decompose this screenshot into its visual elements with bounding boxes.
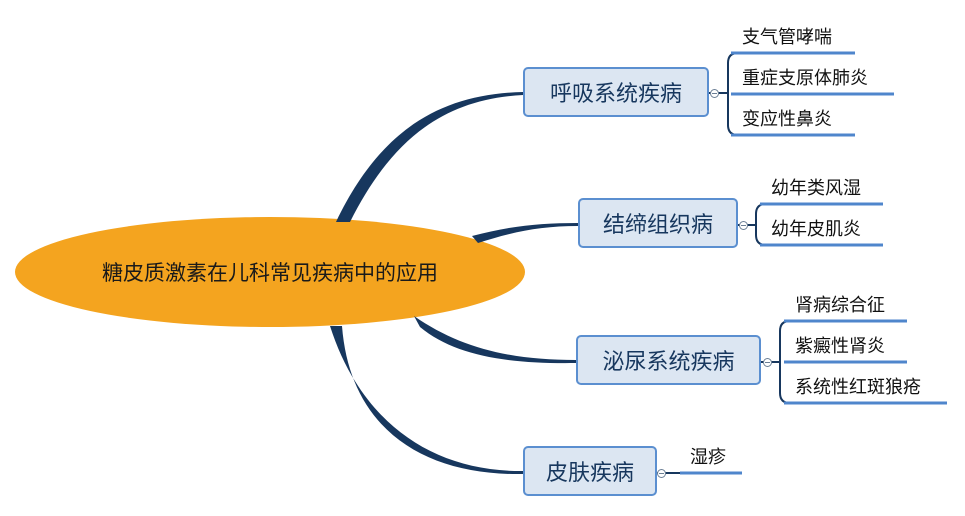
central-topic-label: 糖皮质激素在儿科常见疾病中的应用 xyxy=(102,261,438,285)
leaf-topic[interactable]: 重症支原体肺炎 xyxy=(742,68,868,89)
branch-label: 呼吸系统疾病 xyxy=(549,82,682,107)
branch-label: 泌尿系统疾病 xyxy=(602,350,735,375)
branch-urinary[interactable]: 泌尿系统疾病 xyxy=(576,335,761,385)
leaf-topic[interactable]: 幼年类风湿 xyxy=(771,178,861,199)
branch-label: 皮肤疾病 xyxy=(545,461,634,486)
connector-respiratory xyxy=(336,92,523,222)
leaf-topic[interactable]: 紫癜性肾炎 xyxy=(795,336,885,357)
collapse-toggle-icon[interactable] xyxy=(739,221,748,230)
connector-skin xyxy=(330,326,523,475)
leaf-topic[interactable]: 湿疹 xyxy=(690,447,726,468)
collapse-toggle-icon[interactable] xyxy=(763,358,772,367)
leaf-topic[interactable]: 系统性红斑狼疮 xyxy=(795,377,921,398)
leaf-topic[interactable]: 变应性鼻炎 xyxy=(742,109,832,130)
leaf-topic[interactable]: 支气管哮喘 xyxy=(742,27,832,48)
connector-connective xyxy=(472,223,578,243)
branch-skin[interactable]: 皮肤疾病 xyxy=(523,446,657,496)
bracket-connective xyxy=(755,203,767,246)
central-topic[interactable]: 糖皮质激素在儿科常见疾病中的应用 xyxy=(15,217,525,327)
leaf-topic[interactable]: 肾病综合征 xyxy=(795,295,885,316)
branch-connective-tissue[interactable]: 结缔组织病 xyxy=(578,198,738,248)
central-topic-shape xyxy=(15,217,525,327)
collapse-toggle-icon[interactable] xyxy=(657,469,666,478)
branch-label: 结缔组织病 xyxy=(602,213,713,238)
branch-respiratory[interactable]: 呼吸系统疾病 xyxy=(523,67,709,117)
leaf-topic[interactable]: 幼年皮肌炎 xyxy=(771,219,861,240)
collapse-toggle-icon[interactable] xyxy=(710,89,719,98)
connector-urinary xyxy=(414,316,576,364)
